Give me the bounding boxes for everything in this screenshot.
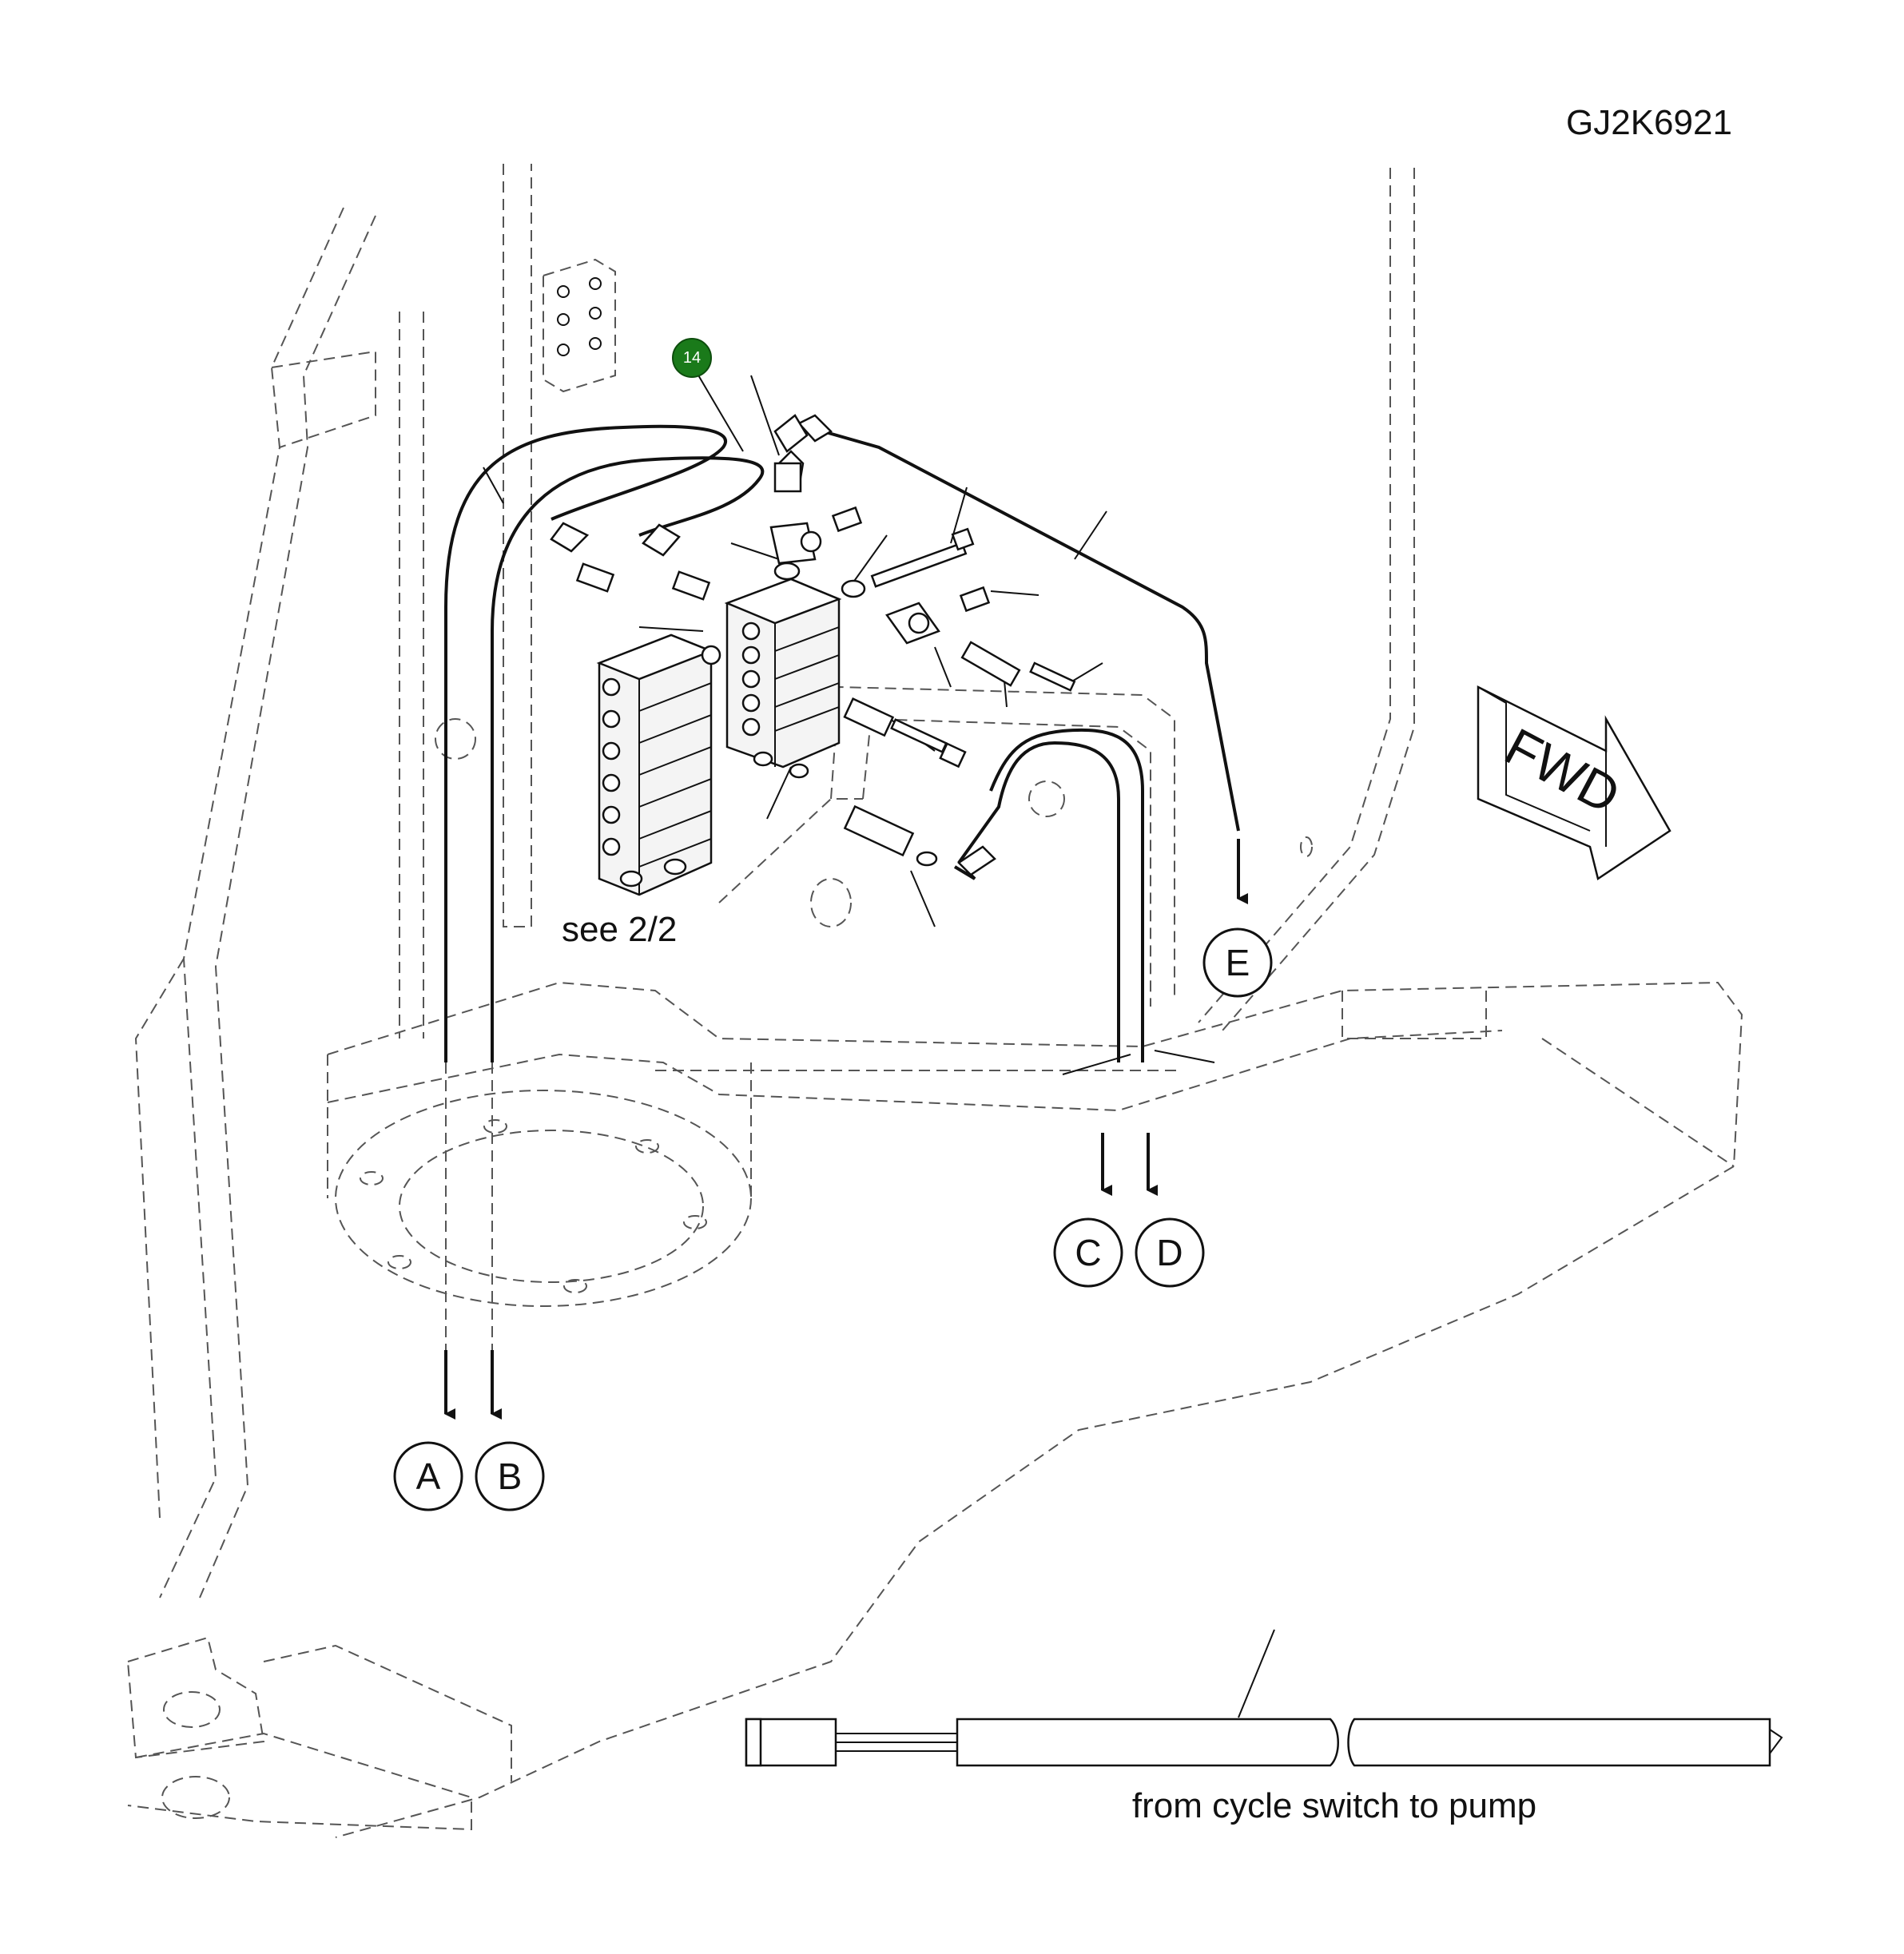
callout-C-label: C [1075,1232,1101,1273]
callout-A-label: A [416,1456,441,1497]
distributor-block-left [596,633,721,896]
part-marker-label: 14 [683,349,701,367]
callout-D-label: D [1156,1232,1183,1273]
callout-C[interactable]: C [1053,1217,1123,1288]
callout-arrows [444,839,1248,1420]
cycle-switch-cable [745,1718,1783,1767]
callout-B-label: B [498,1456,523,1497]
callout-E-label: E [1226,942,1250,983]
mounting-holes [557,277,602,356]
distributor-block-right [724,578,842,779]
hose-lines [444,424,1240,1062]
fittings [550,414,1076,876]
see-reference-label: see 2/2 [562,910,677,949]
callout-B[interactable]: B [475,1441,545,1511]
frame-outline [126,164,1743,1838]
drawing-id: GJ2K6921 [1566,103,1732,142]
callout-D[interactable]: D [1135,1217,1205,1288]
forward-direction-arrow: FWD [1477,685,1671,881]
part-marker-14[interactable]: 14 [672,338,712,378]
cable-caption: from cycle switch to pump [1132,1786,1536,1825]
callout-E[interactable]: E [1202,927,1273,998]
callout-A[interactable]: A [393,1441,463,1511]
